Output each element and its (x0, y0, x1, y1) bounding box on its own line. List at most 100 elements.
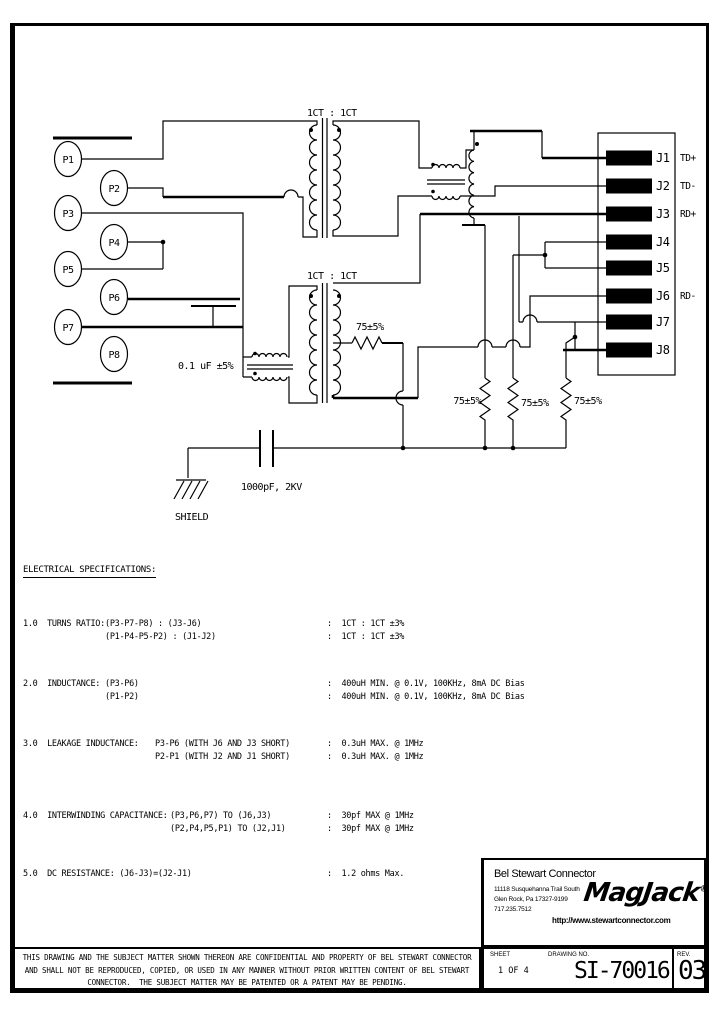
spec-2-val2: : 400uH MIN. @ 0.1V, 100KHz, 8mA DC Bias (327, 692, 525, 702)
transformer-cores (247, 118, 465, 403)
res-series-drop (395, 343, 404, 448)
spec-3-num: 3.0 LEAKAGE INDUCTANCE: (23, 739, 139, 749)
junction-dot (160, 239, 166, 245)
jack-pin-j6 (606, 288, 652, 304)
pin-p5-label: P5 (62, 265, 74, 276)
jack-label-j3: J3 (656, 207, 670, 221)
phase-dot (431, 189, 435, 194)
t2-secondary-winding (332, 289, 342, 396)
spec-3-val1: : 0.3uH MAX. @ 1MHz (327, 739, 424, 749)
termination-run (417, 295, 607, 398)
phase-dot (253, 371, 257, 376)
drawing-no-value: SI-70016 (574, 958, 671, 984)
spec-1-line1: (P3-P7-P8) : (J3-J6) (105, 619, 202, 629)
phase-dot (253, 351, 257, 356)
cap-shield-plates (259, 430, 274, 467)
pin-p7 (53, 308, 83, 346)
rev-divider (672, 949, 674, 988)
jack-pin-j7 (606, 314, 652, 330)
phase-dot (475, 142, 479, 146)
choke2-bottom-coil (251, 376, 288, 382)
jack-pin-j2 (606, 178, 652, 194)
pin-p3 (53, 194, 83, 232)
wire-j1-thick (470, 129, 607, 160)
spec-4-line1: (P3,P6,P7) TO (J6,J3) (170, 811, 272, 821)
pin-p7-label: P7 (62, 323, 74, 334)
company-phone: 717.235.7512 (494, 906, 532, 913)
wire-j7-j8-thin (518, 216, 607, 378)
spec-5-num: 5.0 DC RESISTANCE: (J6-J3)=(J2-J1) (23, 869, 192, 879)
t1-secondary-bottom-feed (332, 195, 432, 237)
spec-1-num: 1.0 TURNS RATIO: (23, 619, 105, 629)
jack-label-j5: J5 (656, 261, 670, 275)
spec-2-line1: (P3-P6) (105, 679, 139, 689)
rev-label: REV. (677, 952, 691, 958)
junction-dot (572, 334, 578, 340)
junction-dot (542, 252, 548, 258)
resistor-term-2 (506, 377, 520, 448)
spec-3-val2: : 0.3uH MAX. @ 1MHz (327, 752, 424, 762)
spec-4-val2: : 30pf MAX @ 1MHz (327, 824, 414, 834)
signal-td-minus: TD- (680, 181, 696, 192)
registered-mark: ® (698, 884, 709, 895)
pin-p6-label: P6 (108, 293, 120, 304)
spec-3-line1: P3-P6 (WITH J6 AND J3 SHORT) (155, 739, 290, 749)
jack-label-j7: J7 (656, 315, 670, 329)
sheet-value: 1 OF 4 (498, 966, 529, 976)
spec-1-line2: (P1-P4-P5-P2) : (J1-J2) (105, 632, 216, 642)
jack-label-j4: J4 (656, 235, 670, 249)
spec-4-line2: (P2,P4,P5,P1) TO (J2,J1) (170, 824, 286, 834)
sheet-label: SHEET (490, 952, 511, 958)
w1-winding (468, 149, 475, 219)
junction-dot (482, 445, 488, 451)
res-term-3-label: 75±5% (574, 396, 602, 407)
jack-label-j8: J8 (656, 343, 670, 357)
magjack-logo: MagJack® (582, 878, 709, 908)
junction-dot (510, 445, 516, 451)
spec-1-val1: : 1CT : 1CT ±3% (327, 619, 405, 629)
disclaimer-line-2: AND SHALL NOT BE REPRODUCED, COPIED, OR … (24, 965, 470, 975)
wire-j3-feed (333, 214, 421, 284)
resistor-series (351, 335, 383, 351)
jack-outline (597, 132, 676, 376)
wire-p2-hop (283, 189, 299, 198)
choke2-top-coil (251, 352, 288, 358)
w1-bottom-lead (473, 218, 486, 378)
phase-dot (337, 294, 341, 298)
choke1-bottom-coil (431, 195, 461, 201)
jack-label-j1: J1 (656, 151, 670, 165)
signal-rd-minus: RD- (680, 291, 696, 302)
wire-p1 (81, 120, 318, 160)
disclaimer-box: THIS DRAWING AND THE SUBJECT MATTER SHOW… (13, 947, 481, 990)
wire-j4-j5 (512, 241, 607, 378)
spec-2-line2: (P1-P2) (105, 692, 139, 702)
cap-primary-label: 0.1 uF ±5% (178, 361, 234, 372)
res-term-1-label: 75±5% (453, 396, 481, 407)
company-url: http://www.stewartconnector.com (552, 916, 671, 925)
wire-p3-p7 (81, 212, 252, 378)
spec-2-num: 2.0 INDUCTANCE: (23, 679, 101, 689)
pin-p6 (99, 278, 129, 316)
t2-secondary-bottom-thick (331, 395, 418, 400)
pin-p5 (53, 250, 83, 288)
shield-label: SHIELD (175, 512, 209, 523)
phase-dot (337, 128, 341, 132)
phase-dot (309, 128, 313, 132)
jack-pin-j3 (606, 206, 652, 222)
choke1-top-coil (431, 163, 461, 169)
t1-secondary-top-feed (332, 120, 432, 169)
phase-dot (309, 294, 313, 298)
pin-p4 (99, 223, 129, 261)
spec-1-val2: : 1CT : 1CT ±3% (327, 632, 405, 642)
company-address-2: Glen Rock, Pa 17327-9199 (494, 896, 568, 903)
rev-value: 03 (678, 956, 707, 986)
spec-4-num: 4.0 INTERWINDING CAPACITANCE: (23, 811, 168, 821)
spec-5-val1: : 1.2 ohms Max. (327, 869, 405, 879)
jack-label-j6: J6 (656, 289, 670, 303)
jack-pin-j5 (606, 260, 652, 276)
phase-dot (431, 162, 435, 167)
jack-pin-j8 (606, 342, 652, 358)
choke1-to-w1 (460, 149, 474, 169)
res-term-2-label: 75±5% (521, 398, 549, 409)
